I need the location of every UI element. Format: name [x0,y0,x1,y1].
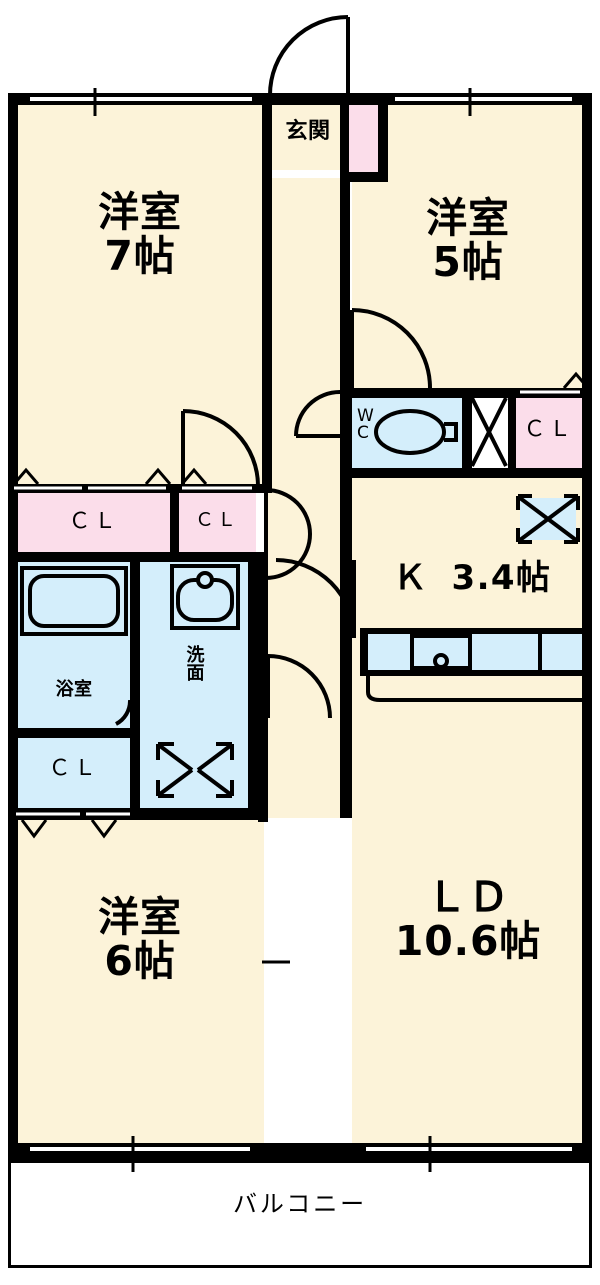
toilet-name-w: W [357,406,375,426]
closet-entrance-shoe [348,100,381,178]
bedroom-6-size: 6帖 [104,937,176,986]
wall-bottom-outer [8,1143,592,1155]
closet-bedroom-5 [514,396,584,470]
bedroom-5-cl-label: ＣＬ [523,417,575,442]
kitchen-size: 3.4帖 [451,558,552,598]
refrigerator-space [520,498,576,540]
washing-machine-space [152,740,238,800]
room-label-toilet: W C [357,408,374,441]
toilet-name-c: C [357,422,370,443]
room-label-washroom: 洗面 [183,645,205,682]
hall-cl-label: ＣＬ [194,509,240,531]
room-entrance [268,100,348,170]
room-bedroom-6 [16,818,264,1143]
room-label-balcony: バルコニー [8,1190,592,1218]
closet-label-bedroom-5: ＣＬ [514,418,584,442]
room-living-dining-kitchen [352,470,584,1143]
closet-label-bath-cl: ＣＬ [16,757,132,781]
washroom-name: 洗面 [183,645,205,682]
living-dining-name: ＬＤ [426,873,510,921]
bath-cl-label: ＣＬ [48,756,100,781]
bath-name: 浴室 [55,679,93,700]
bedroom-7-cl-label: ＣＬ [68,509,120,534]
bedroom-7-size: 7帖 [104,232,176,281]
room-label-kitchen: Ｋ 3.4帖 [360,560,584,597]
bedroom-6-name: 洋室 [98,893,182,941]
pipe-shaft [470,396,510,470]
hallway [268,178,348,490]
bedroom-5-name: 洋室 [426,194,510,242]
room-label-bedroom-7: 洋室 7帖 [16,190,264,279]
kitchen-name: Ｋ [392,558,429,598]
living-dining-size: 10.6帖 [394,917,542,966]
bedroom-5-size: 5帖 [432,238,504,287]
closet-bath-cl [16,738,132,810]
room-label-bath: 浴室 [16,680,132,699]
room-balcony [8,1160,592,1268]
bedroom-7-name: 洋室 [98,188,182,236]
room-bedroom-7 [16,100,264,490]
room-label-living-dining: ＬＤ 10.6帖 [352,875,584,964]
room-label-bedroom-5: 洋室 5帖 [352,196,584,285]
balcony-name: バルコニー [233,1190,367,1218]
closet-label-hall: ＣＬ [178,510,256,531]
vanity-fill [174,568,236,626]
door-entrance-arc [268,15,349,96]
room-label-bedroom-6: 洋室 6帖 [16,895,264,984]
closet-label-bedroom-7: ＣＬ [16,510,172,534]
bathtub-fill [24,570,124,632]
closet-bedroom-7 [16,490,172,558]
room-label-entrance: 玄関 [268,120,348,144]
hallway-entry-landing [264,490,352,750]
kitchen-counter [364,632,584,672]
entrance-name: 玄関 [285,119,331,144]
closet-hall [178,490,256,558]
